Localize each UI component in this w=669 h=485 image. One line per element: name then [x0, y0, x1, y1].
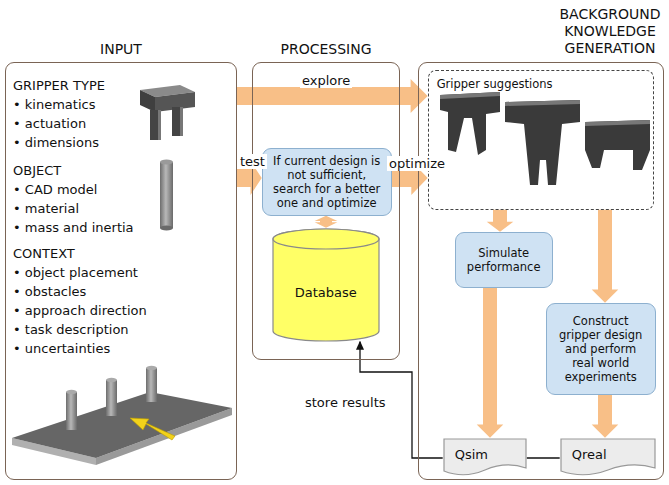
list-item: • dimensions	[13, 133, 236, 152]
node-text: Simulate performance	[462, 246, 546, 274]
list-item: • kinematics	[13, 95, 236, 114]
list-item: • CAD model	[13, 180, 236, 199]
node-text: Qreal	[572, 447, 656, 463]
list-item: CONTEXT	[13, 244, 236, 263]
edge-label-holder: test	[238, 151, 267, 170]
result-document: Qsim	[443, 438, 527, 476]
input-panel: INPUTGRIPPER TYPE• kinematics• actuation…	[5, 62, 237, 480]
edge-label-holder: optimize	[387, 153, 447, 172]
connector-line	[527, 457, 560, 458]
list-item: OBJECT	[13, 161, 236, 180]
panel-heading: BACKGROUND KNOWLEDGE GENERATION	[549, 6, 669, 57]
gripper-suggestions	[440, 92, 650, 185]
list-item: • approach direction	[13, 301, 236, 320]
block-arrow	[315, 216, 338, 228]
suggestions-group: Gripper suggestions	[428, 70, 654, 210]
edge-label: test	[238, 154, 267, 169]
list-item: • task description	[13, 320, 236, 339]
database-cylinder: Database	[272, 228, 380, 342]
edge-label-holder: explore	[300, 70, 352, 89]
list-item: GRIPPER TYPE	[13, 76, 236, 95]
result-document: Qreal	[560, 438, 656, 476]
node-text: Database	[295, 285, 357, 300]
block-arrow	[477, 288, 504, 438]
edge-label: store results	[303, 395, 388, 410]
list-item: • object placement	[13, 263, 236, 282]
edge-label: optimize	[387, 156, 447, 171]
node-text: Qsim	[455, 447, 527, 463]
process-box: Simulate performance	[455, 232, 553, 288]
context-scene	[12, 366, 232, 465]
process-box: Construct gripper design and perform rea…	[546, 303, 656, 395]
node-text: Construct gripper design and perform rea…	[553, 314, 649, 384]
node-text: Gripper suggestions	[437, 77, 653, 91]
node-text: If current design is not sufficient, sea…	[269, 154, 385, 210]
edge-label-holder: store results	[303, 392, 388, 411]
processing-panel: PROCESSINGIf current design is not suffi…	[252, 62, 400, 360]
gripper-icon	[140, 85, 195, 140]
process-box: If current design is not sufficient, sea…	[262, 148, 392, 216]
cylinder-outline	[272, 228, 380, 342]
panel-heading: PROCESSING	[253, 39, 399, 59]
block-arrow	[592, 210, 619, 303]
panel-heading: INPUT	[6, 39, 236, 59]
list-item: • uncertainties	[13, 339, 236, 358]
list-item: • actuation	[13, 114, 236, 133]
list-item: • mass and inertia	[13, 218, 236, 237]
edge-label: explore	[300, 73, 352, 88]
block-arrow	[487, 210, 514, 232]
list-item: • obstacles	[13, 282, 236, 301]
object-icon	[160, 160, 173, 231]
knowledge-panel: BACKGROUND KNOWLEDGE GENERATIONGripper s…	[418, 62, 664, 480]
block-arrow	[592, 395, 619, 438]
list-item: • material	[13, 199, 236, 218]
